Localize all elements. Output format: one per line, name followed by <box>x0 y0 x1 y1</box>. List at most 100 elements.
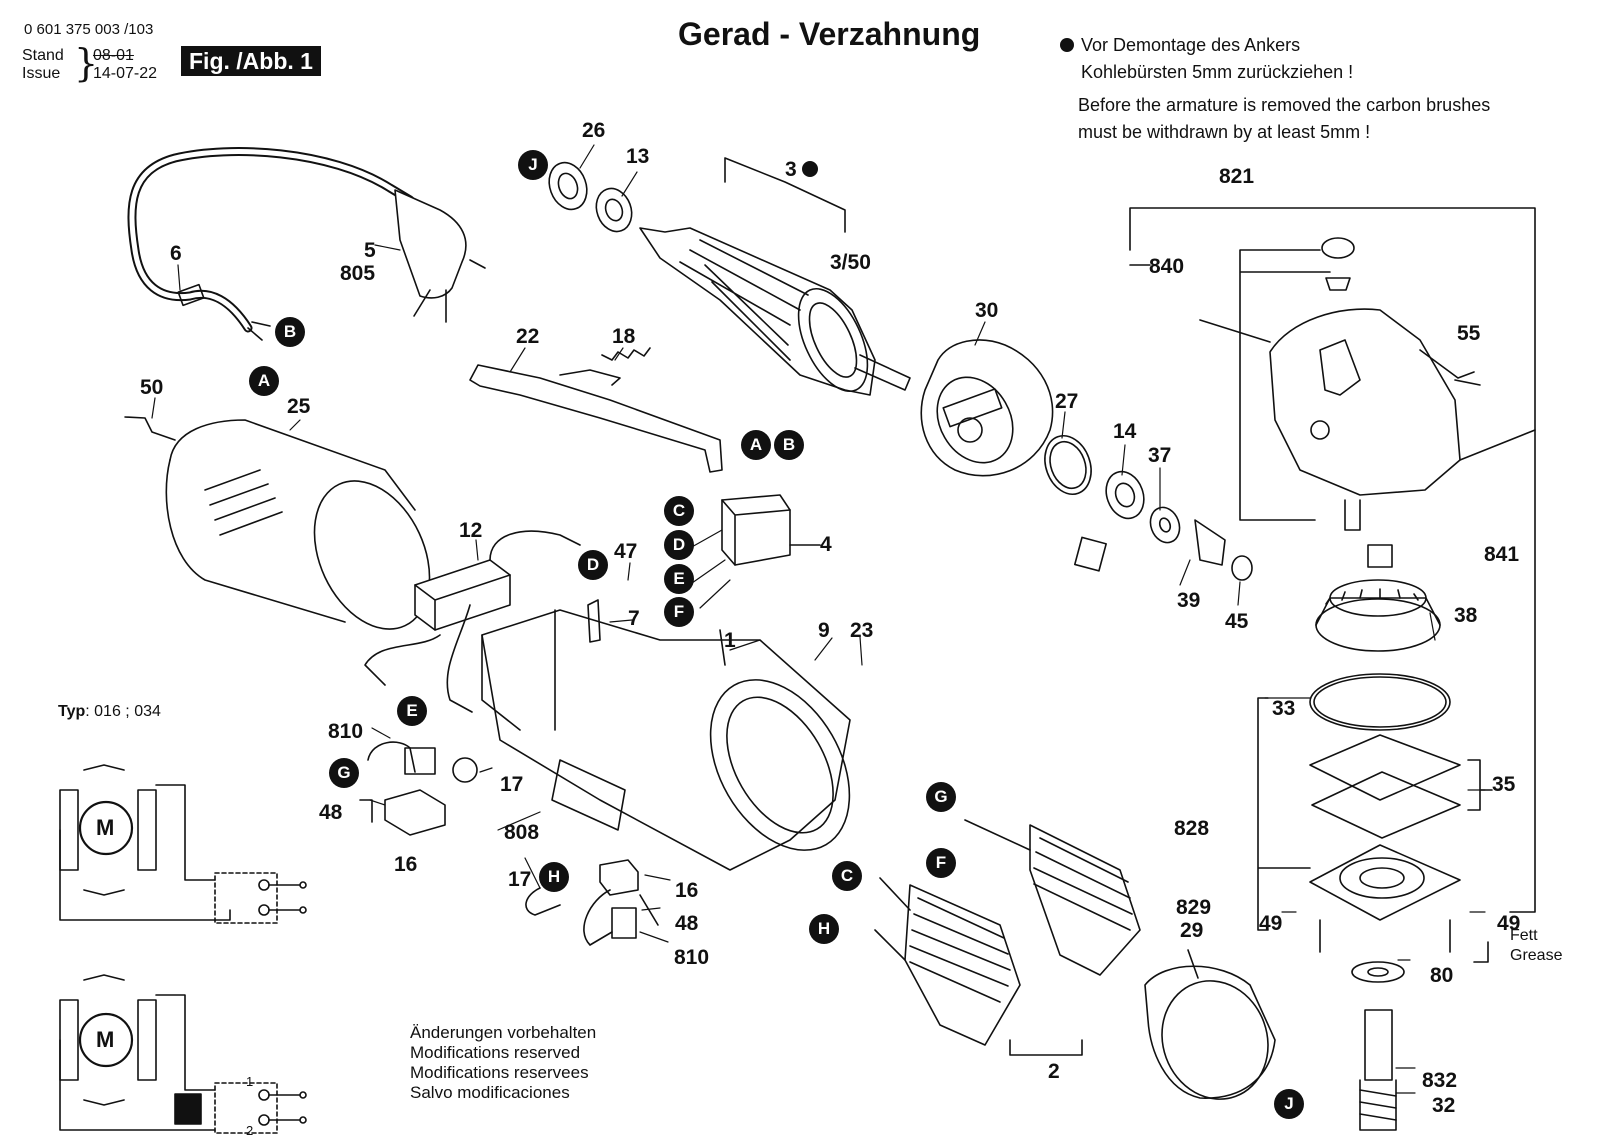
switch-terminal-label: 1 <box>246 1074 254 1089</box>
armature-drawing <box>639 157 911 396</box>
air-guide-drawing <box>1144 949 1276 1100</box>
type-key: Typ <box>58 703 86 720</box>
stand-issue-labels: Stand Issue <box>22 47 64 83</box>
part-label: 32 <box>1432 1094 1456 1117</box>
note-german: Vor Demontage des Ankers Kohlebürsten 5m… <box>1060 32 1353 86</box>
callout-J: J <box>1274 1089 1304 1119</box>
part-label: 18 <box>612 325 636 348</box>
part-label: 3/50 <box>830 251 871 274</box>
note-en-line-2: must be withdrawn by at least 5mm ! <box>1078 122 1371 142</box>
issue-date: 14-07-22 <box>93 65 158 82</box>
callout-G: G <box>329 758 359 788</box>
leader-lines <box>151 144 1486 1094</box>
part-label: 55 <box>1457 322 1481 345</box>
callout-B: B <box>275 317 305 347</box>
motor-housing-drawing <box>124 416 431 630</box>
part-label: 828 <box>1174 817 1210 840</box>
part-label: 26 <box>582 119 606 142</box>
part-label: 840 <box>1149 255 1185 278</box>
switch-terminal-label: 2 <box>246 1123 254 1138</box>
part-label: 45 <box>1225 610 1249 633</box>
part-label: 80 <box>1430 964 1454 987</box>
grease-note: Fett Grease <box>1510 926 1562 966</box>
part-label: 16 <box>394 853 418 876</box>
part-label: 17 <box>500 773 524 796</box>
spindle-drawing <box>1351 941 1489 1131</box>
motor-symbol: M <box>96 1027 115 1052</box>
bullet-icon <box>802 161 818 177</box>
part-label: 37 <box>1148 444 1172 467</box>
part-label: 841 <box>1484 543 1520 566</box>
bevel-gear-drawing <box>1315 579 1441 652</box>
part-label: 14 <box>1113 420 1137 443</box>
type-values: : 016 ; 034 <box>85 703 161 720</box>
part-label: 12 <box>459 519 483 542</box>
part-label: 805 <box>340 262 376 285</box>
part-label: 9 <box>818 619 830 642</box>
callout-A: A <box>741 430 771 460</box>
callout-H: H <box>809 914 839 944</box>
note-de-line-1: Vor Demontage des Ankers <box>1060 32 1353 59</box>
part-label: 6 <box>170 242 182 265</box>
part-label: 25 <box>287 395 311 418</box>
part-label: 810 <box>674 946 710 969</box>
modifications-notice: Änderungen vorbehalten Modifications res… <box>410 1023 596 1103</box>
note-english: Before the armature is removed the carbo… <box>1078 92 1490 146</box>
wiring-diagram-bottom <box>59 974 307 1134</box>
part-label: 810 <box>328 720 364 743</box>
bullet-icon <box>1060 38 1074 52</box>
part-label: 29 <box>1180 919 1204 942</box>
field-coil-drawing <box>874 819 1141 1056</box>
callout-C: C <box>832 861 862 891</box>
motor-symbol: M <box>96 815 115 840</box>
callout-J: J <box>518 150 548 180</box>
modifications-line: Salvo modificaciones <box>410 1083 570 1102</box>
part-label: 47 <box>614 540 638 563</box>
part-label: 13 <box>626 145 650 168</box>
callout-E: E <box>397 696 427 726</box>
brush-holder-drawing <box>359 599 659 946</box>
part-label: 5 <box>364 239 376 262</box>
part-label: 22 <box>516 325 540 348</box>
capacitor-drawing <box>364 530 581 713</box>
part-label: 27 <box>1055 390 1079 413</box>
part-label: 16 <box>675 879 699 902</box>
part-label: 33 <box>1272 697 1296 720</box>
modifications-line: Modifications reservees <box>410 1063 589 1082</box>
part-label: 808 <box>504 821 540 844</box>
part-label: 48 <box>675 912 699 935</box>
part-label: 17 <box>508 868 532 891</box>
type-label: Typ: 016 ; 034 <box>58 704 161 720</box>
motor-body-drawing <box>481 609 851 871</box>
callout-G: G <box>926 782 956 812</box>
callout-D: D <box>664 530 694 560</box>
part-label: 1 <box>724 629 736 652</box>
callout-C: C <box>664 496 694 526</box>
callout-E: E <box>664 564 694 594</box>
part-label: 50 <box>140 376 164 399</box>
part-label: 821 <box>1219 165 1255 188</box>
modifications-line: Modifications reserved <box>410 1043 581 1062</box>
switch-rod-drawing <box>469 347 723 473</box>
callout-F: F <box>664 597 694 627</box>
power-cord-drawing <box>127 147 486 341</box>
stand-date: 08-01 <box>93 47 134 64</box>
part-label: 49 <box>1497 912 1521 935</box>
page-title: Gerad - Verzahnung <box>678 16 981 52</box>
part-label: 30 <box>975 299 999 322</box>
note-de-line-2: Kohlebürsten 5mm zurückziehen ! <box>1081 62 1354 82</box>
figure-label: Fig. /Abb. 1 <box>181 46 321 76</box>
callout-B: B <box>774 430 804 460</box>
grease-de: Fett <box>1510 927 1538 944</box>
part-label: 23 <box>850 619 874 642</box>
grease-en: Grease <box>1510 947 1563 964</box>
part-label: 2 <box>1048 1060 1060 1083</box>
part-label: 39 <box>1177 589 1201 612</box>
document-number: 0 601 375 003 /103 <box>24 21 154 38</box>
modifications-line: Änderungen vorbehalten <box>410 1023 597 1042</box>
callout-D: D <box>578 550 608 580</box>
fan-guard-drawing <box>920 339 1054 477</box>
stand-label: Stand <box>22 47 64 64</box>
